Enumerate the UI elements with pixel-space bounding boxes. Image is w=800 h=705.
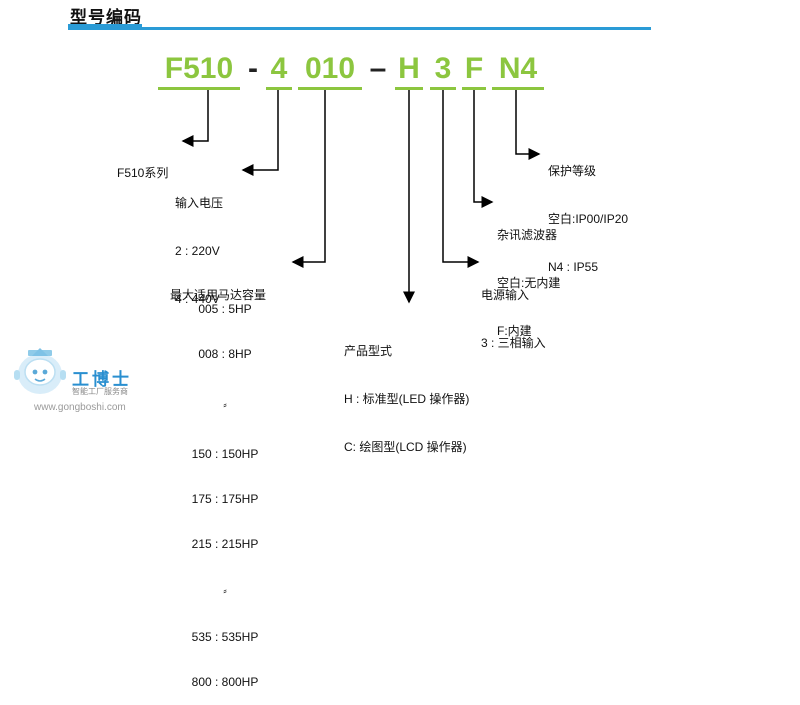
desc-product-type: 产品型式 H : 标准型(LED 操作器) C: 绘图型(LCD 操作器) [344, 311, 469, 471]
desc-motor-list: 005 : 5HP 008 : 8HP ⸗ 150 : 150HP 175 : … [186, 272, 264, 705]
desc-protection: 保护等级 空白:IP00/IP20 N4 : IP55 [548, 131, 628, 291]
desc-series: F510系列 [117, 133, 168, 197]
desc-protection-title: 保护等级 [548, 164, 597, 178]
desc-motor-line: 800 : 800HP [191, 675, 259, 689]
code-protection: N4 [498, 52, 538, 85]
brand-name: 工博士 [72, 370, 132, 389]
desc-motor-line: 215 : 215HP [191, 537, 259, 551]
code-power: 3 [434, 52, 452, 85]
desc-motor: 最大适用马达容量 [170, 255, 266, 319]
code-voltage: 4 [270, 52, 288, 85]
desc-filter-line: 空白:无内建 [497, 276, 561, 290]
desc-motor-title: 最大适用马达容量 [170, 288, 267, 302]
desc-power-line: 3 : 三相输入 [481, 336, 546, 350]
code-motor: 010 [304, 52, 356, 85]
connector-series [181, 90, 209, 147]
underline-series [158, 87, 240, 90]
connector-protection [515, 90, 541, 160]
desc-product-type-line: C: 绘图型(LCD 操作器) [344, 440, 467, 454]
underline-motor [298, 87, 362, 90]
code-dash-1: - [248, 52, 258, 85]
connector-voltage [241, 90, 279, 176]
underline-type [395, 87, 423, 90]
brand-tagline: 智能工厂服务商 [72, 387, 128, 396]
code-filter: F [464, 52, 484, 85]
code-series: F510 [164, 52, 234, 85]
connector-lines [181, 90, 541, 304]
underline-filter [462, 87, 486, 90]
code-dash-2: – [369, 52, 387, 85]
desc-motor-line: 008 : 8HP [198, 347, 252, 361]
desc-voltage-line: 4 : 440V [175, 292, 220, 306]
connector-filter [473, 90, 494, 208]
desc-power: 电源输入 3 : 三相输入 [481, 255, 546, 367]
desc-filter-title: 杂讯滤波器 [497, 228, 558, 242]
desc-motor-ellipsis: ⸗ [223, 586, 227, 597]
desc-power-title: 电源输入 [481, 288, 530, 302]
code-type: H [398, 52, 420, 85]
desc-filter: 杂讯滤波器 空白:无内建 F:内建 [497, 195, 560, 355]
page-title: 型号编码 [70, 8, 142, 27]
connector-power [442, 90, 480, 268]
robot-mascot-icon [14, 348, 66, 394]
desc-motor-line: 535 : 535HP [191, 630, 259, 644]
connector-motor [291, 90, 326, 268]
desc-protection-line: N4 : IP55 [548, 260, 599, 274]
underline-power [430, 87, 456, 90]
desc-series-title: F510系列 [117, 166, 169, 180]
desc-voltage-line: 2 : 220V [175, 244, 220, 258]
desc-motor-ellipsis: ⸗ [223, 400, 227, 411]
brand-url: www.gongboshi.com [34, 402, 126, 413]
desc-product-type-title: 产品型式 [344, 344, 393, 358]
desc-product-type-line: H : 标准型(LED 操作器) [344, 392, 470, 406]
desc-motor-line: 150 : 150HP [191, 447, 259, 461]
desc-motor-line: 005 : 5HP [198, 302, 252, 316]
underline-protection [492, 87, 544, 90]
desc-filter-line: F:内建 [497, 324, 532, 338]
desc-protection-line: 空白:IP00/IP20 [548, 212, 629, 226]
desc-voltage: 输入电压 2 : 220V 4 : 440V [175, 163, 223, 323]
underline-voltage [266, 87, 292, 90]
title-underline [68, 24, 651, 30]
desc-voltage-title: 输入电压 [175, 196, 224, 210]
desc-motor-line: 175 : 175HP [191, 492, 259, 506]
